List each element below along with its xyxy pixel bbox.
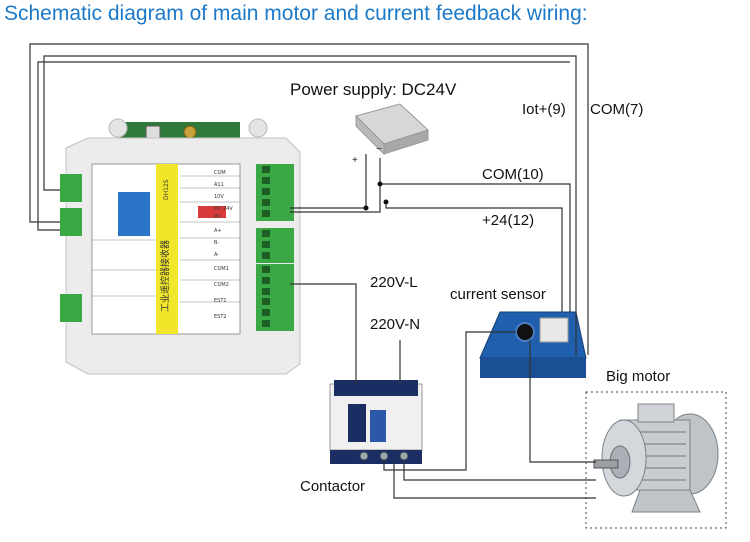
wire-junctions [363, 181, 389, 211]
right-terminal-block-2 [256, 228, 294, 263]
terminal-screw [262, 288, 270, 295]
mount-hole-top-left [108, 118, 128, 138]
terminal-screw [262, 177, 270, 184]
board-side-text: 工业遥控器接收器 [159, 240, 171, 312]
panel-lines [92, 175, 240, 303]
sensor-hole [515, 322, 535, 342]
terminal-screw [262, 230, 270, 237]
motor-terminal-box [637, 403, 675, 423]
left-terminal-block-2 [60, 208, 82, 236]
terminal-screw [262, 309, 270, 316]
sensor-label [539, 317, 569, 343]
left-terminals [60, 174, 82, 322]
right-terminal-block-4 [256, 296, 294, 331]
contactor-bottom-terminals [330, 450, 422, 464]
iot-label: Iot+(9) [522, 101, 566, 118]
yellow-band [156, 164, 178, 334]
right-terminal-block-3 [256, 264, 294, 299]
wire-iot-2 [37, 61, 570, 231]
power-supply-label: Power supply: DC24V [290, 80, 457, 99]
right-terminals [256, 164, 294, 331]
wire-iot [29, 43, 589, 355]
wire-contactor-sensor [383, 331, 516, 471]
diagram-title: Schematic diagram of main motor and curr… [4, 2, 588, 25]
terminal-label: A11 [214, 182, 224, 188]
psu-minus: − [376, 144, 382, 155]
mount-hole-top-right [248, 118, 268, 138]
terminal-screw [262, 252, 270, 259]
current-sensor [479, 311, 587, 378]
terminal-screw [262, 266, 270, 273]
board-model: DH12S [163, 179, 170, 200]
contactor-top-terminals [334, 380, 418, 396]
terminal-label: COM [214, 170, 226, 176]
terminal-screw [262, 188, 270, 195]
wire-24v [385, 202, 563, 312]
motor-dotted-box [585, 391, 727, 529]
left-terminal-block-3 [60, 294, 82, 322]
motor-foot [631, 489, 701, 513]
wire-220v-l [290, 283, 357, 384]
terminal-label: COM2 [214, 282, 229, 288]
wire-sensor-motor [529, 340, 596, 463]
terminal-screw [262, 166, 270, 173]
contactor-label: Contactor [300, 478, 366, 495]
left-terminal-block-1 [60, 174, 82, 202]
wire-contactor-motor-2 [393, 462, 596, 499]
power-supply-unit: + − [352, 103, 429, 166]
right-terminal-block-1 [256, 164, 294, 221]
wire-com10 [380, 183, 571, 312]
terminal-label: COM1 [214, 266, 229, 272]
psu-plus: + [352, 155, 358, 166]
terminal-screw [262, 298, 270, 305]
red-indicator [198, 206, 226, 218]
big-motor-label: Big motor [606, 368, 671, 385]
terminal-label: 0V [214, 214, 221, 220]
sensor-base [480, 358, 586, 378]
terminal-screw [262, 241, 270, 248]
blue-module [118, 192, 150, 236]
l220-label: 220V-L [370, 274, 418, 291]
wire-com7 [43, 55, 577, 355]
terminal-label: EST2 [214, 314, 227, 320]
terminal-label: EST1 [214, 298, 227, 304]
terminal-screw [262, 210, 270, 217]
terminal-label: 10V [214, 194, 224, 200]
contactor-device [329, 380, 423, 464]
terminal-label: A- [214, 252, 219, 258]
com10-label: COM(10) [482, 166, 544, 183]
terminal-screw [262, 277, 270, 284]
plus24-label: +24(12) [482, 212, 535, 229]
terminal-screw [262, 199, 270, 206]
contactor-window [370, 410, 386, 442]
motor-shaft [593, 459, 619, 469]
com7-label: COM(7) [590, 101, 644, 118]
motor-device [585, 391, 727, 529]
terminal-label: DC 24V [214, 206, 233, 212]
terminal-label: A+ [214, 228, 222, 234]
current-sensor-label: current sensor [450, 286, 546, 303]
terminal-screw [262, 320, 270, 327]
n220-label: 220V-N [370, 316, 421, 333]
antenna-connector [183, 125, 197, 139]
wire-contactor-motor-1 [403, 462, 596, 481]
wire-psu-minus [290, 158, 381, 213]
terminal-label: B- [214, 240, 219, 246]
